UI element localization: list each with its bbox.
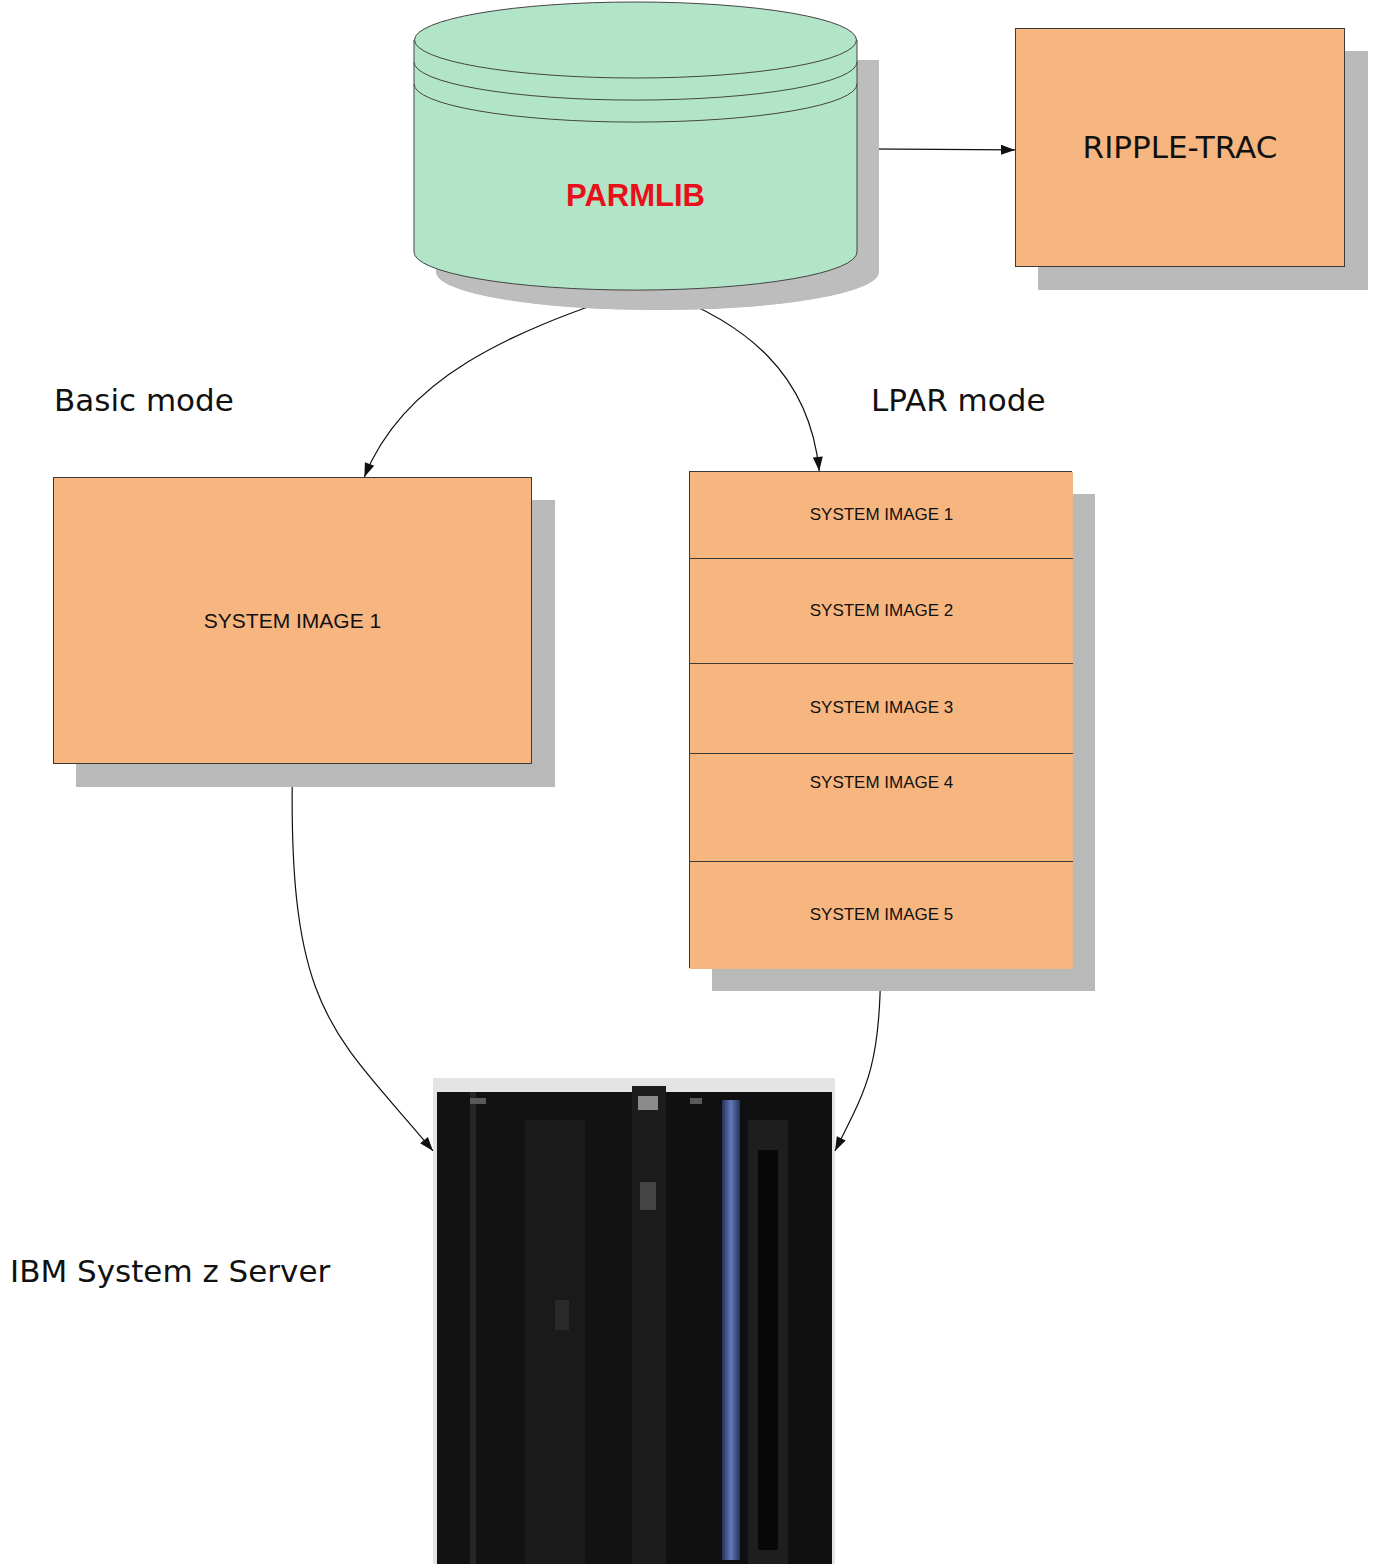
- node-label: SYSTEM IMAGE 1: [204, 608, 381, 633]
- process-box: RIPPLE-TRAC: [1015, 28, 1345, 267]
- left-cabinet: [437, 1092, 632, 1564]
- node-label: SYSTEM IMAGE 1: [810, 505, 954, 525]
- node-label: SYSTEM IMAGE 2: [810, 601, 954, 621]
- mode-heading: LPAR mode: [871, 382, 1046, 419]
- connector-arrow: [858, 145, 1015, 155]
- arrowhead: [1001, 145, 1015, 155]
- cabinet-door: [525, 1120, 585, 1564]
- partition-band: SYSTEM IMAGE 4: [690, 753, 1073, 861]
- node-label: RIPPLE-TRAC: [1083, 129, 1278, 166]
- connector-line: [364, 292, 631, 477]
- arrowhead: [420, 1137, 433, 1151]
- centre-tower: [632, 1086, 666, 1564]
- logo-plate: [638, 1096, 658, 1110]
- connector-arrow: [835, 968, 881, 1151]
- node-label: SYSTEM IMAGE 3: [810, 698, 954, 718]
- blue-strip: [722, 1100, 740, 1560]
- connector-arrow: [662, 292, 823, 471]
- partition-band: SYSTEM IMAGE 2: [690, 558, 1073, 663]
- logo-plate: [470, 1098, 486, 1104]
- node-label: SYSTEM IMAGE 4: [810, 773, 954, 793]
- process-box: Basic modeSYSTEM IMAGE 1: [53, 477, 532, 764]
- connector-arrow: [364, 292, 631, 477]
- cabinet-seam: [470, 1092, 476, 1564]
- connector-line: [858, 148, 1015, 150]
- partition-band: SYSTEM IMAGE 3: [690, 663, 1073, 753]
- connector-line: [835, 968, 881, 1151]
- logo-plate: [690, 1098, 702, 1104]
- cylinder-shape: [413, 0, 858, 292]
- mode-heading: Basic mode: [54, 382, 234, 419]
- right-cabinet: [666, 1092, 832, 1564]
- server-node: IBM System z Server: [433, 1078, 835, 1564]
- partition-band: SYSTEM IMAGE 5: [690, 861, 1073, 969]
- door-recess: [758, 1150, 778, 1550]
- storage-cylinder: PARMLIB: [413, 0, 858, 292]
- node-label: PARMLIB: [566, 177, 705, 214]
- door-handle: [555, 1300, 569, 1330]
- panel-plate: [640, 1182, 656, 1210]
- partition-band: SYSTEM IMAGE 1: [690, 472, 1073, 558]
- right-door: [748, 1120, 788, 1564]
- photo-ground: [433, 1078, 835, 1564]
- arrowhead: [835, 1136, 846, 1151]
- arrowhead: [364, 462, 374, 477]
- connector-line: [292, 764, 433, 1151]
- connector-line: [662, 292, 819, 471]
- arrowhead: [813, 457, 823, 471]
- server-caption: IBM System z Server: [10, 1253, 330, 1290]
- partition-stack: LPAR modeSYSTEM IMAGE 1SYSTEM IMAGE 2SYS…: [689, 471, 1072, 968]
- node-label: SYSTEM IMAGE 5: [810, 905, 954, 925]
- connector-arrow: [292, 764, 433, 1151]
